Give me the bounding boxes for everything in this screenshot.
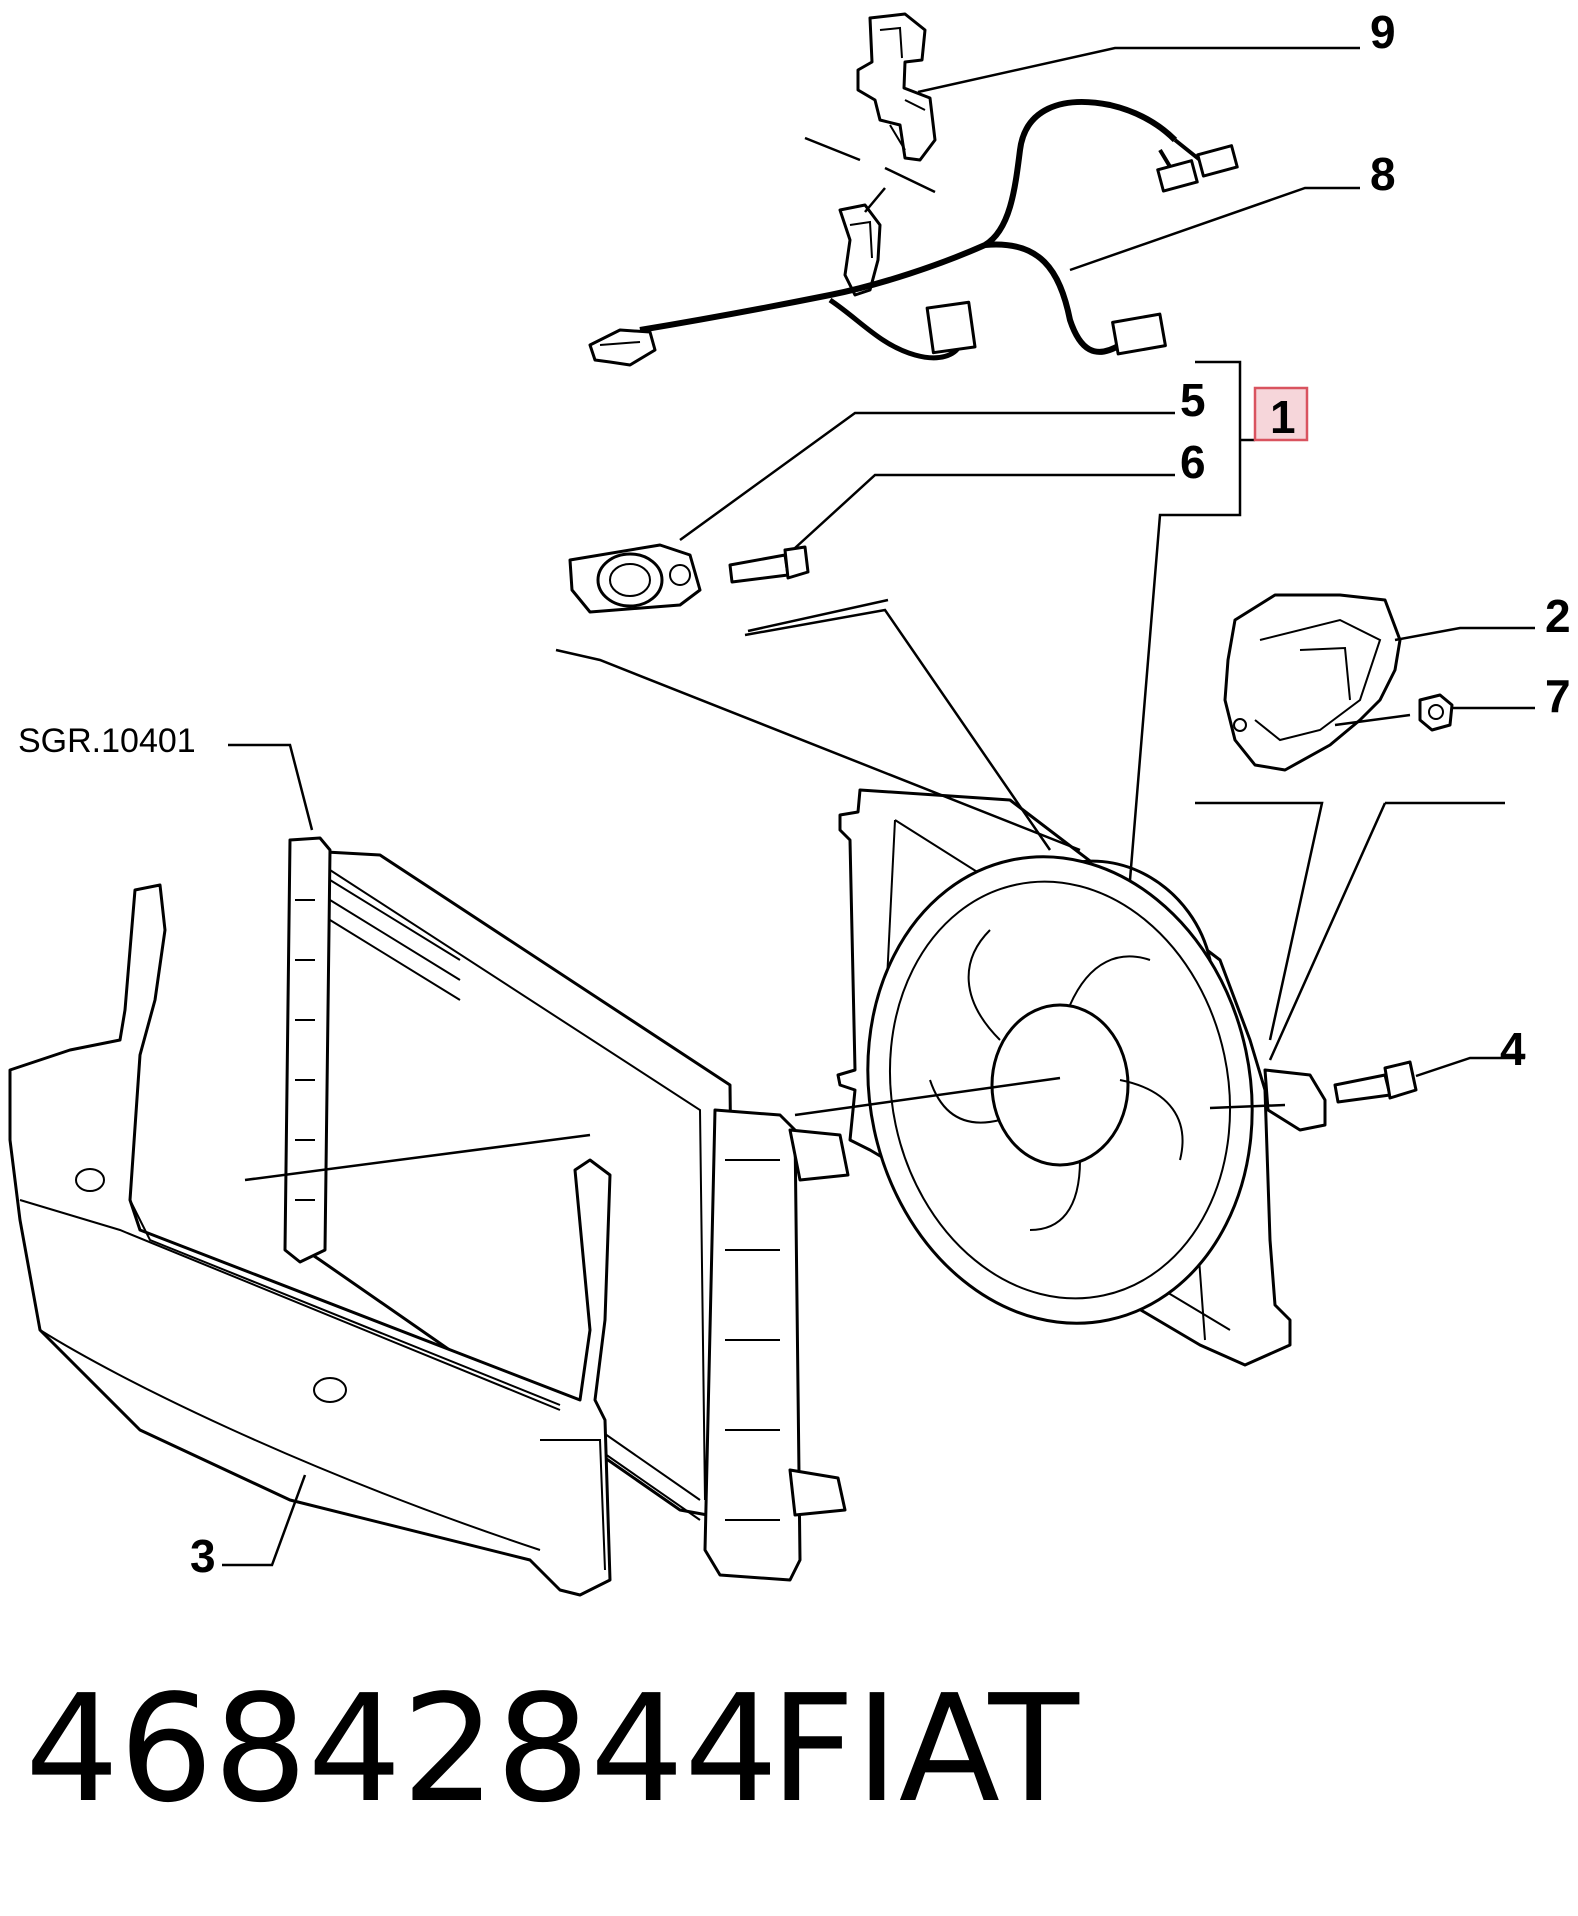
part-6-screw xyxy=(728,545,810,584)
part-9-connector-clip xyxy=(838,12,937,297)
part-4-bolt xyxy=(1333,1060,1418,1104)
brand-name: FIAT xyxy=(770,1663,1080,1835)
callout-9: 9 xyxy=(1370,6,1396,58)
callout-7: 7 xyxy=(1545,670,1571,722)
part-8-wiring-harness xyxy=(588,99,1239,367)
part-number: 46842844 xyxy=(25,1663,778,1835)
reference-label: SGR.10401 xyxy=(18,722,196,760)
radiator-sgr-10401 xyxy=(283,836,850,1582)
callout-6: 6 xyxy=(1180,436,1206,488)
leader-lines xyxy=(222,46,1535,1567)
callout-1-highlight xyxy=(1253,386,1309,442)
part-3-lower-deflector xyxy=(8,883,612,1597)
part-5-resistor xyxy=(568,543,702,614)
callout-1: 1 xyxy=(1270,391,1296,443)
part-1-fan-assembly xyxy=(836,788,1327,1367)
callout-5: 5 xyxy=(1180,374,1206,426)
part-2-motor-cover xyxy=(1223,593,1402,772)
callout-3: 3 xyxy=(190,1530,216,1582)
callout-8: 8 xyxy=(1370,148,1396,200)
callout-2: 2 xyxy=(1545,590,1571,642)
part-7-nut xyxy=(1418,693,1454,732)
callout-4: 4 xyxy=(1500,1023,1526,1075)
